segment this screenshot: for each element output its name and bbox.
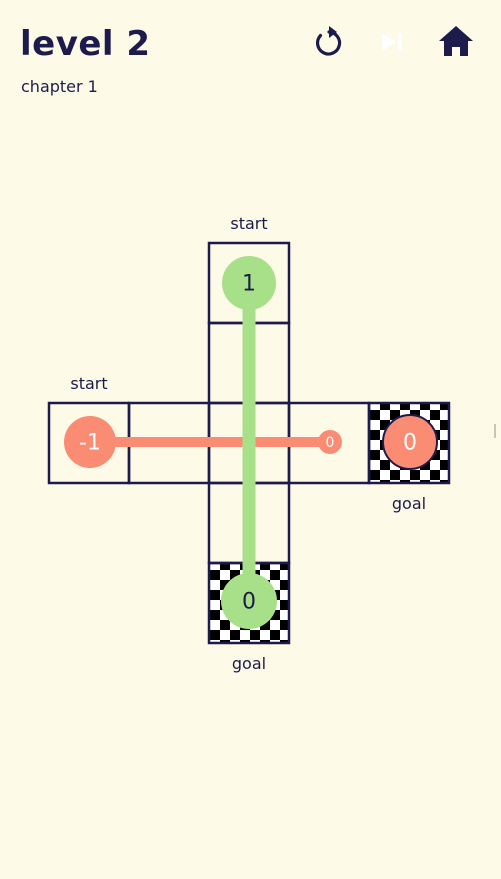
grid-cell <box>367 401 451 485</box>
green-start-token[interactable]: 1 <box>222 256 276 310</box>
chapter-label: chapter 1 <box>21 77 98 96</box>
salmon-start-token[interactable]: -1 <box>64 416 116 468</box>
restart-button[interactable] <box>308 22 348 62</box>
level-title: level 2 <box>20 24 151 64</box>
start-label-top: start <box>230 214 267 233</box>
salmon-end-marker: 0 <box>318 430 342 454</box>
salmon-goal-value: 0 <box>403 431 417 456</box>
home-button[interactable] <box>436 22 476 62</box>
skip-next-icon <box>382 33 402 51</box>
restart-icon <box>315 26 342 56</box>
edge-handle <box>494 424 501 438</box>
goal-label-bottom: goal <box>232 654 266 673</box>
start-label-left: start <box>70 374 107 393</box>
home-icon <box>439 26 473 56</box>
skip-next-button[interactable] <box>372 22 412 62</box>
green-goal-token: 0 <box>221 573 277 629</box>
salmon-goal-token: 0 <box>382 414 438 470</box>
goal-label-right: goal <box>392 494 426 513</box>
green-start-value: 1 <box>242 272 256 297</box>
salmon-start-value: -1 <box>79 431 101 456</box>
green-goal-value: 0 <box>242 590 256 615</box>
salmon-end-value: 0 <box>326 435 335 451</box>
